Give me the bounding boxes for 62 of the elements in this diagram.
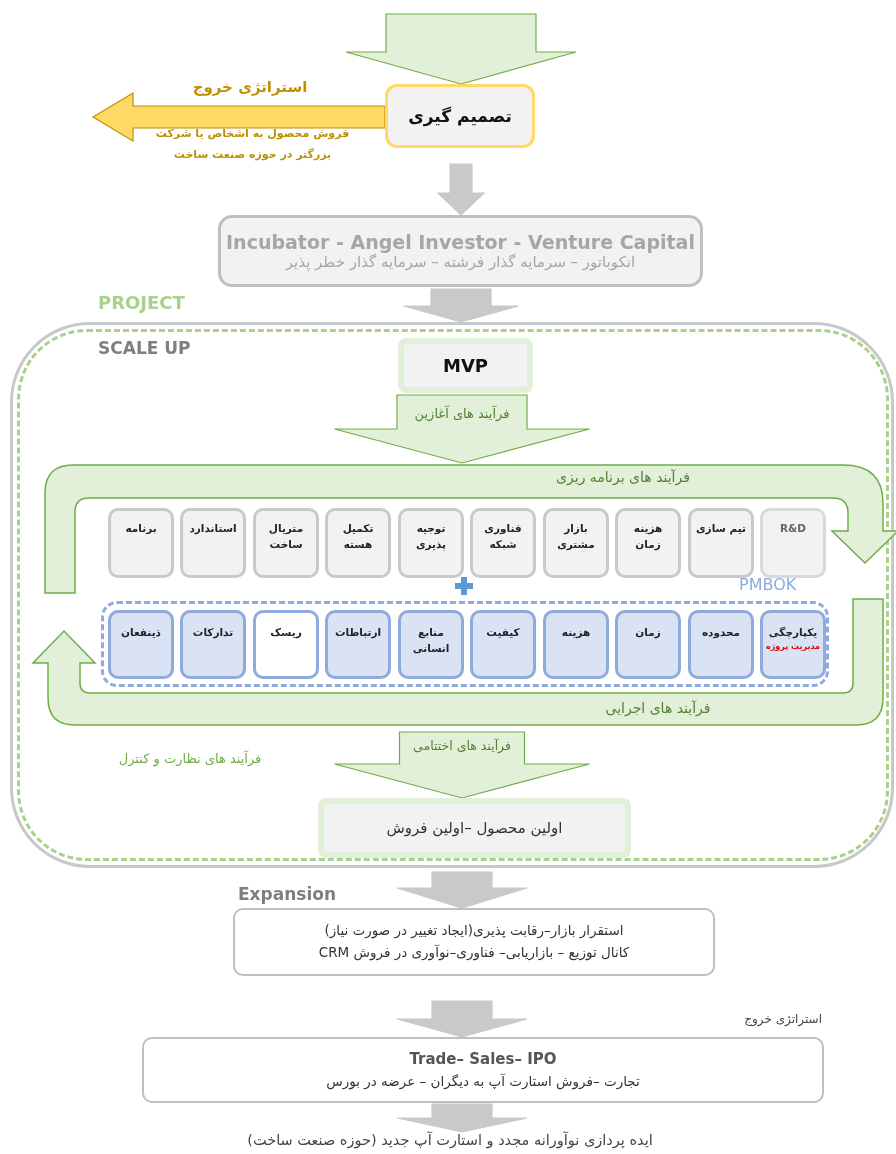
title: محدوده [701, 625, 741, 641]
knowledge-area-box [470, 610, 536, 679]
topic-box: R&D [760, 508, 826, 578]
knowledge-area-box [398, 610, 464, 679]
title: ذینفعان [121, 625, 161, 640]
topic-box: هزینه زمان [615, 508, 681, 578]
block-arrow [333, 394, 591, 464]
note-text: فروش محصول به اشخاص یا شرکت بزرگتر در حوزه صنعت ساخت [154, 126, 351, 163]
section-heading: PMBOK [739, 575, 797, 594]
title: Incubator - Angel Investor - Venture Capital [226, 231, 695, 253]
subtitle: مدیریت پروژه [765, 640, 821, 653]
title: هزینه [561, 625, 591, 641]
edge-label: فرآیند های آغازین [413, 406, 511, 421]
topic-box: استاندارد [180, 508, 246, 578]
block-arrow [333, 731, 591, 799]
subtitle: انکوباتور – سرمایه گذار فرشته – سرمایه گذار خطر پذیر [285, 253, 636, 271]
topic-box: برنامه [108, 508, 174, 578]
block-arrow [91, 91, 386, 143]
topic-box: بازار مشتری [543, 508, 609, 578]
knowledge-area-box [543, 610, 609, 679]
title: Trade– Sales– IPO [409, 1049, 557, 1071]
title: منابع انسانی [411, 625, 451, 656]
topic-box: فناوری شبکه [470, 508, 536, 578]
knowledge-area-box [325, 610, 391, 679]
block-arrow [436, 163, 486, 216]
topic-box: توجیه پذیری [398, 508, 464, 578]
knowledge-area-box [688, 610, 754, 679]
block-arrow [345, 13, 577, 85]
title: تدارکات [192, 625, 234, 641]
decision-box: تصمیم گیری [385, 84, 535, 148]
note-text: فرآیند های نظارت و کنترل [117, 751, 263, 766]
topic-box: تکمیل هسته [325, 508, 391, 578]
mvp-box: MVP [398, 338, 533, 393]
text-line: تجارت –فروش استارت آپ به دیگران – عرضه در بورس [326, 1072, 640, 1092]
edge-label: فرآیند های اختتامی [412, 738, 512, 753]
topic-box: تیم سازی [688, 508, 754, 578]
block-arrow [396, 1000, 528, 1038]
knowledge-area-box [615, 610, 681, 679]
text-line: استقرار بازار–رقابت پذیری(ایجاد تغییر در صورت نیاز) [324, 921, 624, 941]
title: ارتباطات [334, 625, 382, 641]
band-label: فرآیند های اجرایی [604, 700, 712, 716]
block-arrow [402, 288, 520, 323]
section-heading: SCALE UP [98, 338, 191, 358]
title: ریسک [270, 625, 302, 641]
block-arrow [396, 1103, 528, 1133]
band-label: فرآیند های برنامه ریزی [555, 469, 691, 485]
text-line: CRM کانال توزیع – بازاریابی– فناوری–نوآوری در فروش [318, 943, 630, 963]
caption-text: ایده پردازی نوآورانه مجدد و استارت آپ جدید (حوزه صنعت ساخت) [160, 1132, 740, 1154]
topic-box: متریال ساخت [253, 508, 319, 578]
section-heading: Expansion [238, 884, 337, 904]
title: یکپارچگی [768, 625, 818, 641]
title: کیفیت [486, 625, 520, 640]
knowledge-area-box [253, 610, 319, 679]
process-box [218, 215, 703, 287]
title: زمان [635, 625, 661, 641]
section-heading: PROJECT [98, 292, 185, 313]
block-arrow [396, 871, 528, 909]
knowledge-area-box [760, 610, 826, 679]
knowledge-area-box [108, 610, 174, 679]
knowledge-area-box [180, 610, 246, 679]
side-note: استراتژی خروج [743, 1012, 822, 1026]
process-box: اولین محصول –اولین فروش [318, 798, 631, 858]
